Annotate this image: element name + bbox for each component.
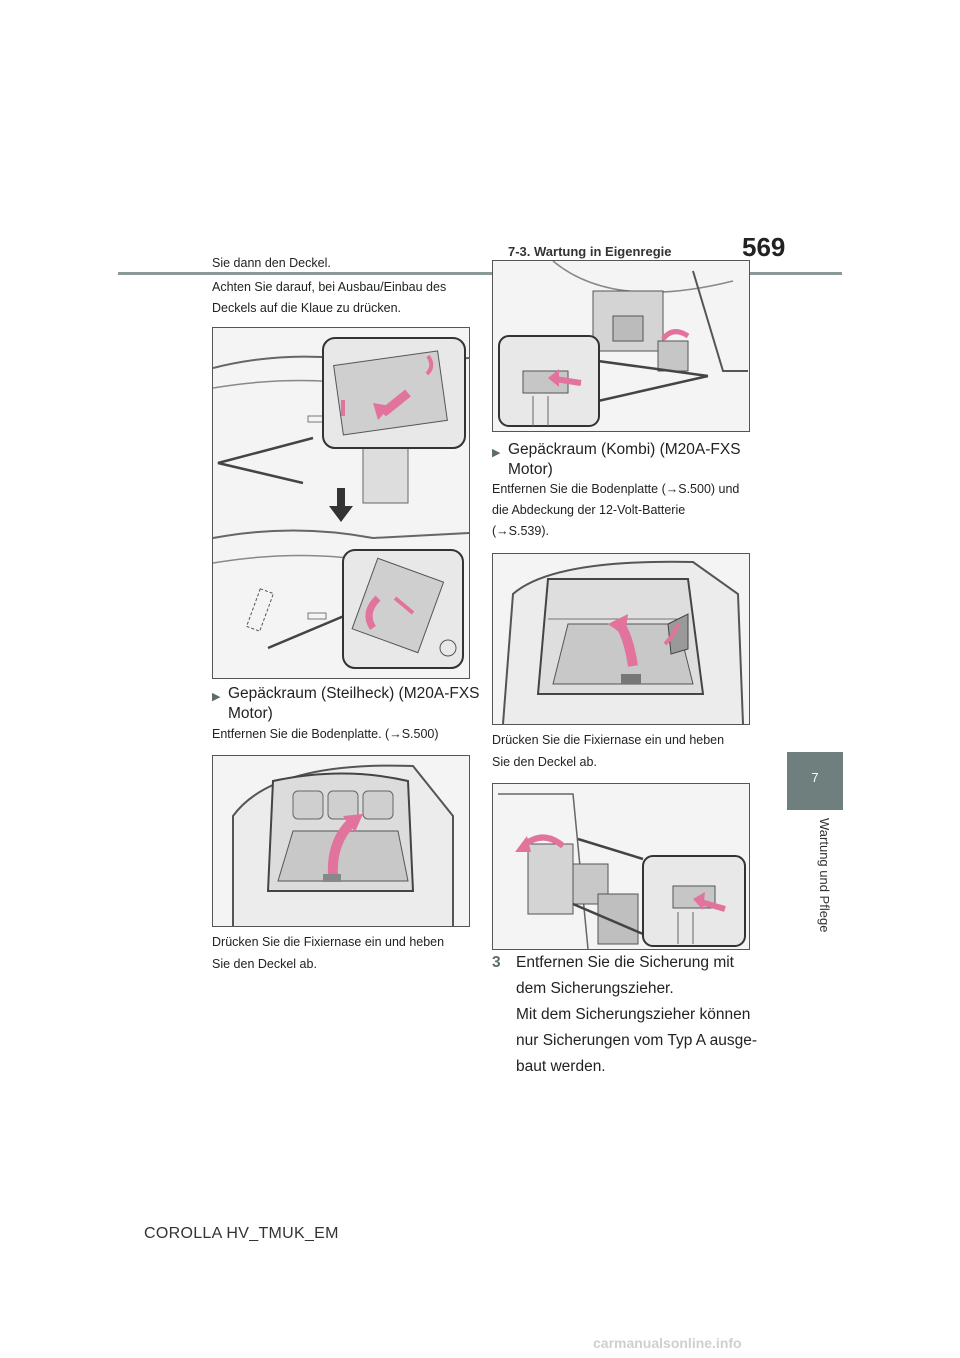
note-estate-line1: Drücken Sie die Fixiernase ein und heben <box>492 733 725 747</box>
paragraph-note-line1: Achten Sie darauf, bei Ausbau/Einbau des <box>212 280 447 294</box>
step-line4: nur Sicherungen vom Typ A ausge- <box>516 1032 757 1049</box>
bullet-hatchback: ▶ Gepäckraum (Steilheck) (M20A-FXS Motor… <box>212 684 480 724</box>
note-estate-line2: Sie den Deckel ab. <box>492 755 597 769</box>
step-remove-fuse: 3 Entfernen Sie die Sicherung mit dem Si… <box>492 950 792 1080</box>
note-hatchback-line2: Sie den Deckel ab. <box>212 957 317 971</box>
step-number: 3 <box>492 954 501 971</box>
step-line5: baut werden. <box>516 1058 606 1075</box>
figure-fuse-cover-release <box>492 783 750 950</box>
page-number: 569 <box>742 232 786 262</box>
watermark: carmanualsonline.info <box>593 1335 742 1351</box>
instruction-estate-line1: Entfernen Sie die Bodenplatte (→S.500) u… <box>492 482 740 496</box>
chapter-tab[interactable]: 7 <box>787 752 843 810</box>
instruction-estate-line3: (→S.539). <box>492 524 549 538</box>
bullet-hatchback-line2: Motor) <box>228 705 273 722</box>
bullet-estate: ▶ Gepäckraum (Kombi) (M20A-FXS Motor) <box>492 440 741 480</box>
pink-arrow-icon <box>661 329 690 341</box>
bullet-estate-line2: Motor) <box>508 461 553 478</box>
triangle-right-icon: ▶ <box>212 691 221 703</box>
step-line2: dem Sicherungszieher. <box>516 980 674 997</box>
battery-cover-illustration <box>493 261 749 431</box>
fuse-cover-release-illustration <box>493 784 749 949</box>
fusebox-cover-illustration <box>213 328 469 678</box>
instruction-estate-line2: die Abdeckung der 12-Volt-Batterie <box>492 503 686 517</box>
figure-hatchback-trunk <box>212 755 470 927</box>
hatchback-trunk-illustration <box>213 756 469 926</box>
figure-estate-trunk <box>492 553 750 725</box>
note-hatchback-line1: Drücken Sie die Fixiernase ein und heben <box>212 935 445 949</box>
footer-model-code: COROLLA HV_TMUK_EM <box>144 1225 339 1242</box>
down-arrow-icon <box>329 488 353 522</box>
bullet-estate-line1: Gepäckraum (Kombi) (M20A-FXS <box>508 441 741 458</box>
instruction-remove-floor: Entfernen Sie die Bodenplatte. (→S.500) <box>212 727 439 741</box>
chapter-title: Wartung und Pflege <box>817 818 832 933</box>
step-line1: Entfernen Sie die Sicherung mit <box>516 954 734 971</box>
section-title: 7-3. Wartung in Eigenregie <box>508 244 672 259</box>
figure-battery-cover <box>492 260 750 432</box>
paragraph-note-line2: Deckels auf die Klaue zu drücken. <box>212 301 401 315</box>
step-line3: Mit dem Sicherungszieher können <box>516 1006 751 1023</box>
estate-trunk-illustration <box>493 554 749 724</box>
header-divider <box>118 272 842 275</box>
figure-fusebox-cover <box>212 327 470 679</box>
paragraph-intro: Sie dann den Deckel. <box>212 256 331 270</box>
triangle-right-icon: ▶ <box>492 447 501 459</box>
bullet-hatchback-line1: Gepäckraum (Steilheck) (M20A-FXS <box>228 685 480 702</box>
